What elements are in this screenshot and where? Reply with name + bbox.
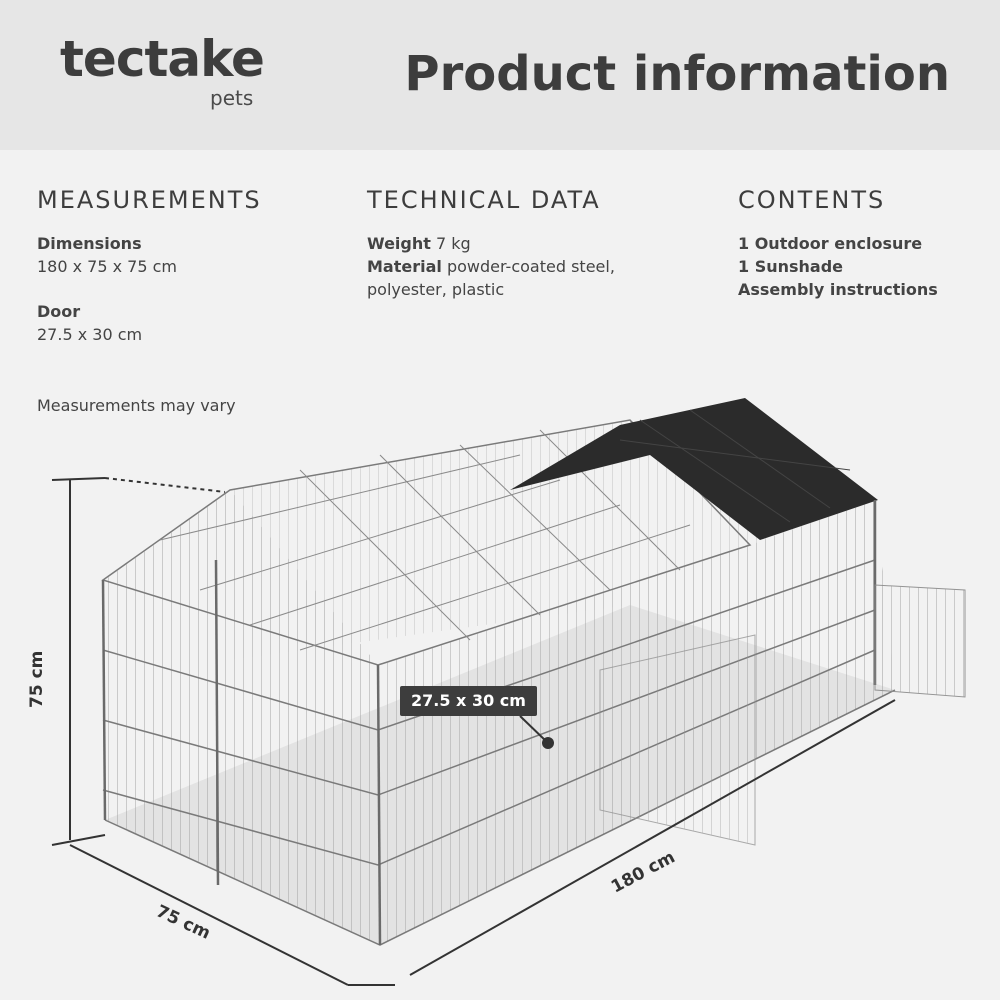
dimension-lines [51,477,896,986]
brand-sub: pets [210,86,254,110]
enclosure-illustration: 75 cm 75 cm 180 cm [27,398,966,986]
measurements-heading: MEASUREMENTS [37,186,262,214]
sunshade-seams [619,409,851,523]
door-label: Door [37,302,81,321]
measurements-section: MEASUREMENTS Dimensions 180 x 75 x 75 cm… [37,186,337,346]
door-panel-open [874,584,966,698]
contents-section: CONTENTS 1 Outdoor enclosure 1 Sunshade … [738,186,1000,301]
brand-logo: tectake [60,30,265,88]
contents-item: Assembly instructions [738,280,938,299]
callout-line [519,715,549,744]
posts [101,500,877,946]
door-callout: 27.5 x 30 cm [400,686,537,716]
material-value-1: powder-coated steel, [446,257,615,276]
material-value-2: polyester, plastic [367,280,505,299]
measurements-note: Measurements may vary [37,396,236,415]
callout-dot [542,737,554,749]
weight-value: 7 kg [436,234,471,253]
dimensions-value: 180 x 75 x 75 cm [37,257,178,276]
technical-section: TECHNICAL DATA Weight 7 kg Material powd… [367,186,667,301]
dimensions-label: Dimensions [37,234,142,253]
weight-label: Weight [367,234,431,253]
technical-heading: TECHNICAL DATA [367,186,601,214]
contents-item: 1 Sunshade [738,257,844,276]
contents-heading: CONTENTS [738,186,886,214]
length-label: 180 cm [608,847,678,897]
end-wall-mesh [103,490,378,945]
width-label: 75 cm [153,901,213,943]
roof-wires [159,429,691,651]
height-label: 75 cm [27,651,47,708]
page-title: Product information [404,46,950,102]
sunshade [510,398,878,540]
door-value: 27.5 x 30 cm [37,325,143,344]
contents-item: 1 Outdoor enclosure [738,234,923,253]
material-label: Material [367,257,442,276]
door-panel-front [599,634,756,846]
header-band: tectake pets Product information [0,0,1000,150]
